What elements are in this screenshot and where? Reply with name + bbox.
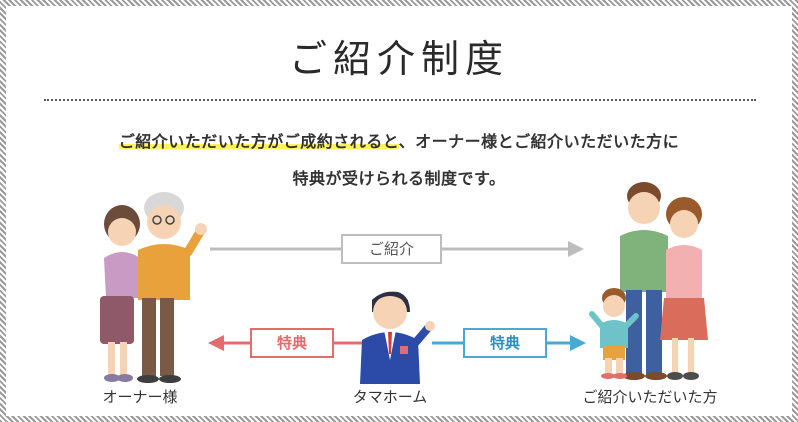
lead-line-2: 特典が受けられる制度です。	[292, 169, 506, 188]
owner-label: オーナー様	[102, 388, 178, 406]
introduction-label: ご紹介	[341, 234, 442, 264]
elderly-couple-illustration	[100, 192, 207, 383]
benefit-label-right: 特典	[463, 328, 547, 358]
referred-label: ご紹介いただいた方	[582, 388, 718, 406]
benefit-label-left: 特典	[250, 328, 334, 358]
company-label: タマホーム	[352, 388, 428, 406]
page-title: ご紹介制度	[288, 37, 509, 81]
lead-line-1-rest: 、オーナー様とご紹介いただいた方に	[398, 132, 680, 151]
lead-line-1: ご紹介いただいた方がご成約されると、オーナー様とご紹介いただいた方に	[0, 128, 798, 152]
salesman-illustration	[360, 291, 435, 384]
lead-highlight: ご紹介いただいた方がご成約されると	[118, 132, 399, 151]
family-illustration	[589, 182, 708, 380]
dotted-divider	[44, 99, 756, 101]
